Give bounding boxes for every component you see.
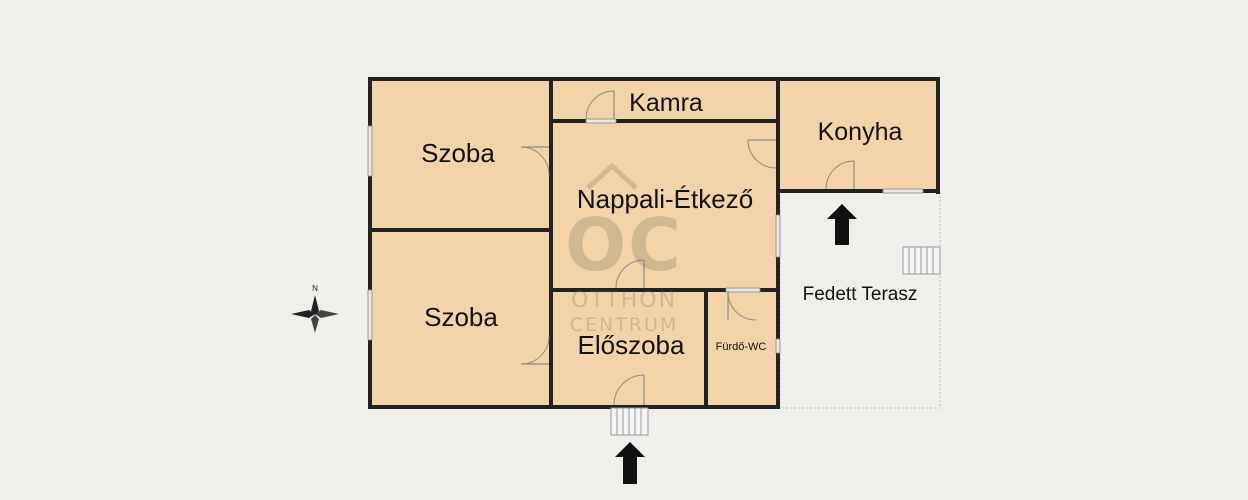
room-nappali — [552, 122, 780, 290]
compass-icon: N — [291, 284, 339, 333]
room-szoba-bottom — [372, 232, 552, 408]
stairs-front — [610, 407, 649, 436]
watermark-line1: OTTHON — [571, 288, 677, 313]
main-entrance-arrow — [615, 442, 645, 484]
watermark: OC OTTHON CENTRUM — [565, 162, 683, 336]
label-szoba-top: Szoba — [421, 138, 495, 168]
watermark-line2: CENTRUM — [570, 314, 679, 336]
room-kamra — [552, 80, 780, 122]
stairs-terrace — [902, 246, 941, 275]
room-furdo — [706, 290, 780, 408]
compass-north-label: N — [312, 284, 318, 293]
label-szoba-bottom: Szoba — [424, 302, 498, 332]
label-konyha: Konyha — [818, 118, 903, 146]
windows — [367, 118, 924, 354]
room-konyha — [780, 80, 938, 192]
terrace-entrance-arrow — [827, 204, 857, 245]
label-eloszoba: Előszoba — [578, 330, 685, 360]
room-eloszoba — [552, 290, 706, 408]
watermark-logo: OC — [565, 203, 683, 287]
label-terasz: Fedett Terasz — [803, 284, 918, 305]
doors — [520, 90, 855, 406]
label-nappali: Nappali-Étkező — [577, 184, 753, 214]
label-furdo: Fürdő-WC — [716, 341, 767, 353]
label-kamra: Kamra — [629, 89, 703, 117]
room-szoba-top — [372, 80, 552, 230]
